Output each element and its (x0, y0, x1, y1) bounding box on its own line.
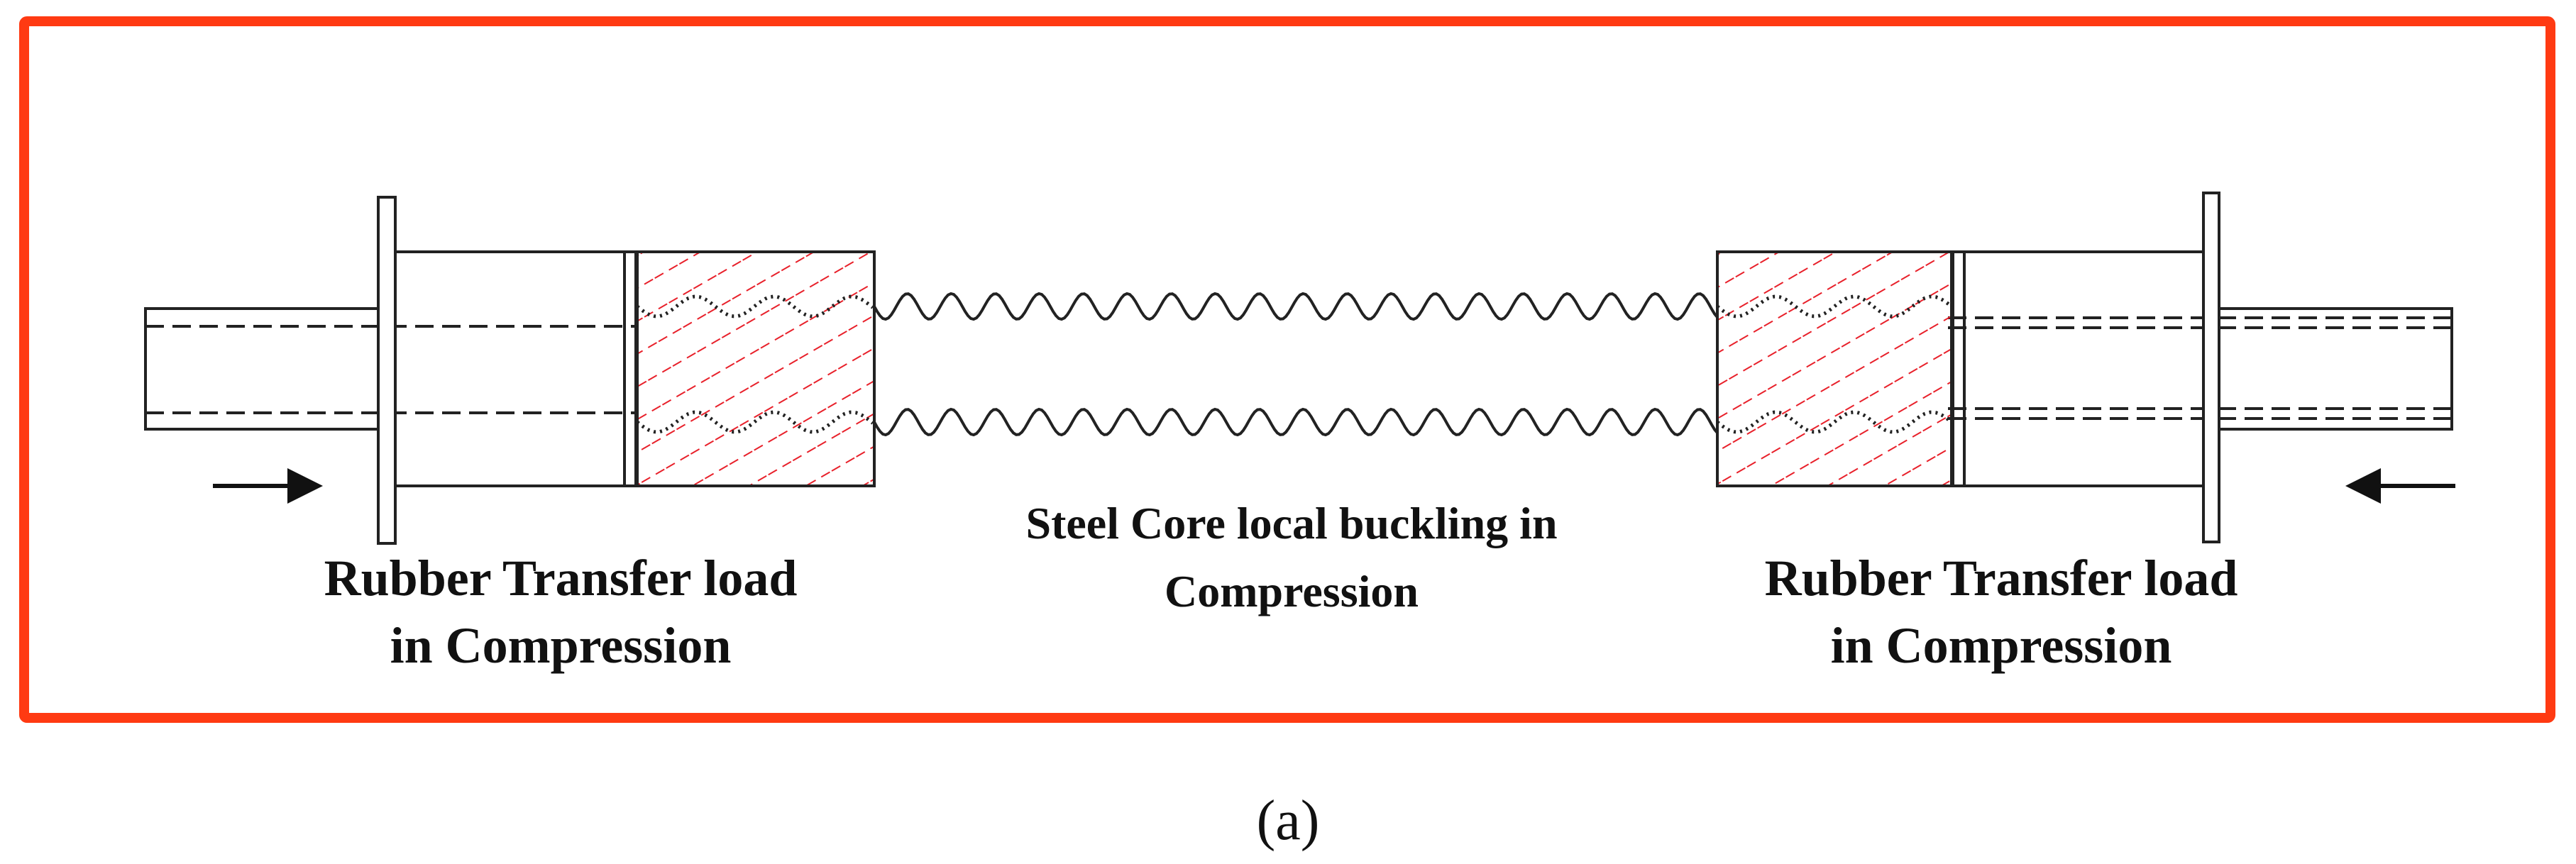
left-label-line2: in Compression (390, 617, 732, 675)
steel-core-bottom-wave (873, 407, 1719, 437)
right-rubber-block (1716, 250, 1953, 487)
center-label-line2: Compression (1165, 566, 1419, 616)
left-label-line1: Rubber Transfer load (324, 550, 798, 607)
figure-caption: (a) (1256, 790, 1320, 852)
left-compression-arrow (213, 468, 323, 504)
steel-core-top-wave (873, 292, 1719, 321)
right-end-rod (1948, 307, 2453, 431)
center-label-line1: Steel Core local buckling in (1025, 498, 1558, 548)
left-flange-plate (377, 196, 397, 545)
left-block-dotted-wave-bottom (636, 410, 874, 434)
right-rubber-label: Rubber Transfer load in Compression (1653, 545, 2349, 680)
right-block-dotted-wave-bottom (1716, 410, 1954, 434)
outer-frame (19, 16, 2555, 723)
left-block-dotted-wave-top (636, 294, 874, 319)
right-compression-arrow (2345, 468, 2455, 504)
right-label-line2: in Compression (1830, 617, 2172, 675)
right-flange-plate (2202, 192, 2220, 543)
left-rubber-label: Rubber Transfer load in Compression (213, 545, 908, 680)
right-label-line1: Rubber Transfer load (1764, 550, 2238, 607)
right-block-dotted-wave-top (1716, 294, 1954, 319)
left-rubber-block (636, 250, 876, 487)
center-buckling-label: Steel Core local buckling in Compression (908, 489, 1675, 626)
